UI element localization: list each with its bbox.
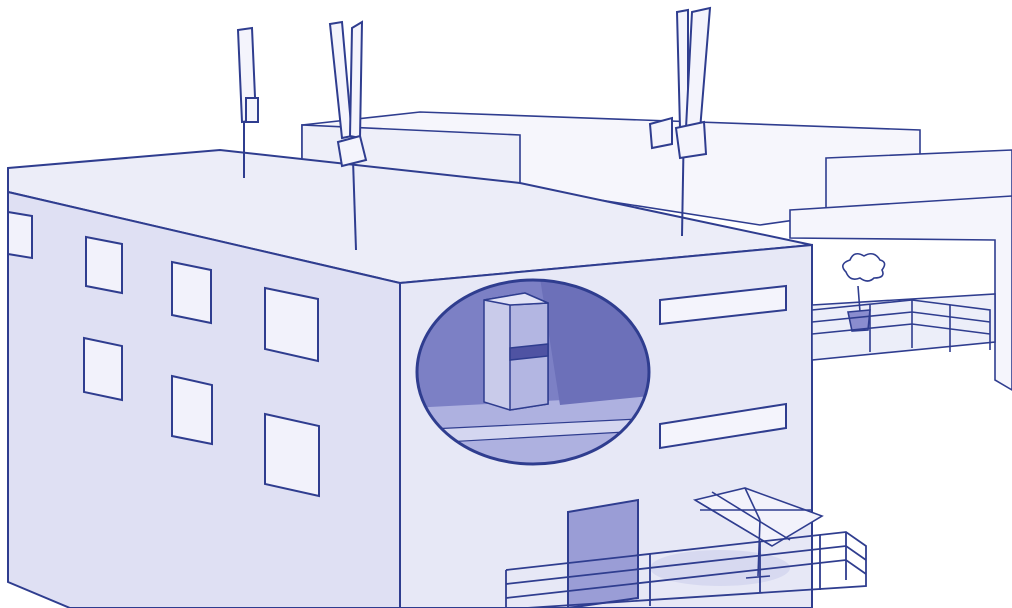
window-icon (172, 376, 212, 444)
window-icon (86, 237, 122, 293)
window-icon (265, 288, 318, 361)
window-icon (84, 338, 122, 400)
equipment-cabinet-icon (484, 293, 548, 410)
window-icon (172, 262, 211, 323)
terrace (812, 254, 995, 360)
window-icon (8, 212, 32, 258)
door-icon (568, 500, 638, 608)
window-icon (265, 414, 319, 496)
